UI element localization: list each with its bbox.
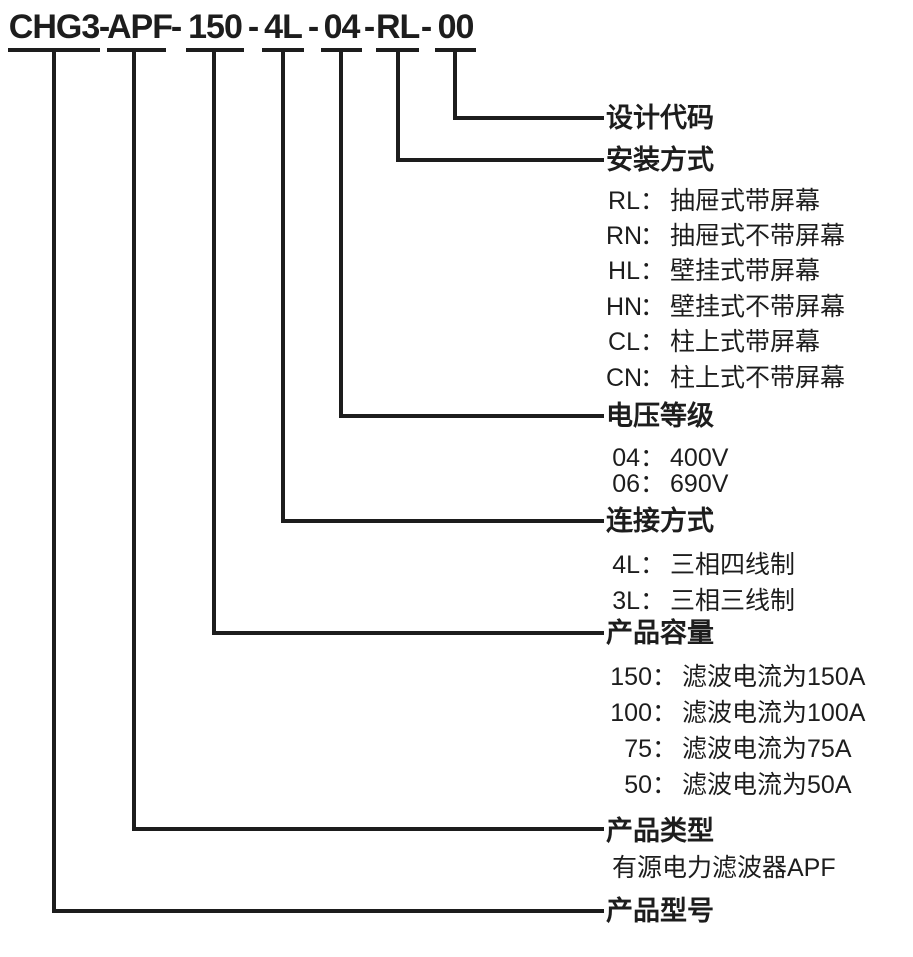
model-code-separator: - [307, 8, 319, 46]
section-title-voltage-level: 电压等级 [606, 401, 714, 431]
option-row: 04：400V [606, 443, 728, 473]
connector-line-design-code [453, 50, 604, 120]
connector-line-install-mode [396, 50, 604, 162]
option-desc: 滤波电流为150A [682, 663, 866, 691]
option-row: 4L：三相四线制 [606, 550, 795, 580]
model-code-segment: 00 [435, 6, 476, 52]
option-code: HL [608, 257, 640, 285]
product-type-note: 有源电力滤波器APF [612, 854, 836, 882]
option-colon: ： [640, 293, 666, 321]
connector-line-voltage-level [339, 50, 604, 418]
model-code-separator: - [247, 8, 259, 46]
option-code: 50 [624, 771, 652, 799]
section-title-connection-mode: 连接方式 [606, 506, 714, 536]
section-title-install-mode: 安装方式 [606, 145, 714, 175]
option-desc: 400V [670, 444, 729, 472]
option-colon: ： [640, 222, 666, 250]
option-desc: 抽屉式不带屏幕 [670, 222, 846, 250]
section-title-capacity: 产品容量 [606, 618, 714, 648]
option-code: 75 [624, 735, 652, 763]
option-code: 150 [610, 663, 652, 691]
model-code-separator: - [98, 8, 110, 46]
model-code-segment: RL [376, 6, 420, 52]
option-desc: 滤波电流为50A [682, 771, 852, 799]
model-code-segment: 04 [321, 6, 362, 52]
option-desc: 柱上式不带屏幕 [670, 364, 846, 392]
option-colon: ： [640, 470, 666, 498]
option-desc: 壁挂式带屏幕 [670, 257, 821, 285]
option-colon: ： [652, 699, 678, 727]
option-colon: ： [640, 187, 666, 215]
model-code-segment: 150 [186, 6, 244, 52]
option-desc: 三相四线制 [670, 551, 796, 579]
option-row: 100：滤波电流为100A [606, 698, 865, 728]
model-code-separator: - [170, 8, 182, 46]
option-row: CL：柱上式带屏幕 [606, 327, 820, 357]
option-desc: 抽屉式带屏幕 [670, 187, 821, 215]
option-row: HN：壁挂式不带屏幕 [606, 292, 845, 322]
option-colon: ： [640, 257, 666, 285]
option-code: 06 [612, 470, 640, 498]
section-title-design-code: 设计代码 [606, 103, 714, 133]
option-row: HL：壁挂式带屏幕 [606, 256, 820, 286]
option-desc: 柱上式带屏幕 [670, 328, 821, 356]
option-desc: 690V [670, 470, 729, 498]
section-title-product-type: 产品类型 [606, 816, 714, 846]
option-row: RL：抽屉式带屏幕 [606, 186, 820, 216]
option-code: HN [606, 293, 643, 321]
option-colon: ： [640, 364, 666, 392]
option-code: 4L [612, 551, 640, 579]
section-title-product-model: 产品型号 [606, 896, 714, 926]
model-code-separator: - [363, 8, 375, 46]
option-colon: ： [652, 663, 678, 691]
option-desc: 滤波电流为100A [682, 699, 866, 727]
option-code: 100 [610, 699, 652, 727]
option-row: 06：690V [606, 469, 728, 499]
option-code: CL [608, 328, 640, 356]
option-colon: ： [640, 551, 666, 579]
option-row: 75：滤波电流为75A [606, 734, 852, 764]
model-code-segment: 4L [262, 6, 304, 52]
option-desc: 滤波电流为75A [682, 735, 852, 763]
option-colon: ： [652, 771, 678, 799]
option-colon: ： [640, 444, 666, 472]
connector-line-product-model [52, 50, 604, 913]
model-code-segment: CHG3 [8, 6, 100, 52]
option-desc: 三相三线制 [670, 587, 796, 615]
model-code-segment: APF [107, 6, 173, 52]
option-row: 150：滤波电流为150A [606, 662, 865, 692]
connector-line-connection [281, 50, 604, 523]
model-code-separator: - [420, 8, 432, 46]
option-colon: ： [640, 587, 666, 615]
option-code: CN [606, 364, 643, 392]
option-code: 04 [612, 444, 640, 472]
option-desc: 壁挂式不带屏幕 [670, 293, 846, 321]
option-row: RN：抽屉式不带屏幕 [606, 221, 845, 251]
connector-line-capacity [212, 50, 604, 635]
option-colon: ： [640, 328, 666, 356]
option-colon: ： [652, 735, 678, 763]
option-code: 3L [612, 587, 640, 615]
option-row: 3L：三相三线制 [606, 586, 795, 616]
option-row: CN：柱上式不带屏幕 [606, 363, 845, 393]
connector-line-product-type [132, 50, 604, 831]
option-code: RN [606, 222, 643, 250]
option-row: 50：滤波电流为50A [606, 770, 852, 800]
option-code: RL [608, 187, 640, 215]
